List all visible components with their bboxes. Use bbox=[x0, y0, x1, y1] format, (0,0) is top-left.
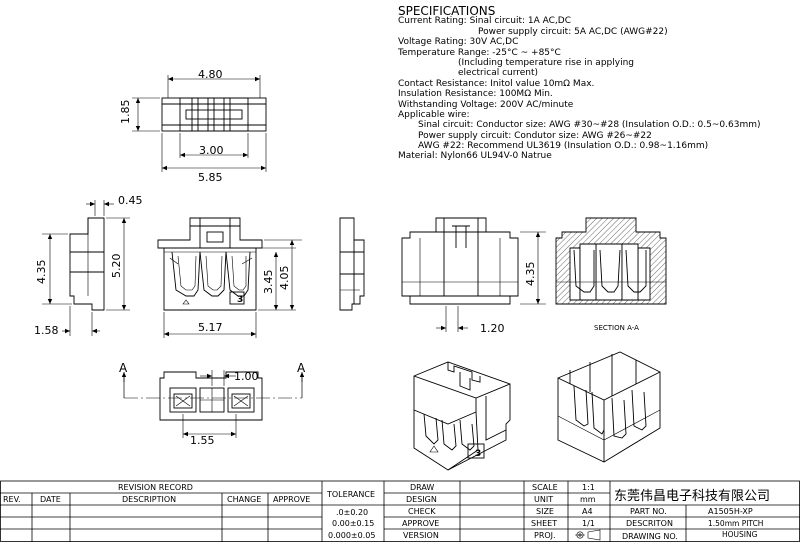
rev-label: REV. bbox=[3, 495, 21, 504]
design-label: DESIGN bbox=[406, 495, 437, 504]
dim-front-h2: 4.05 bbox=[278, 266, 291, 291]
dim-top-height: 1.85 bbox=[119, 100, 132, 125]
spec-line: Withstanding Voltage: 200V AC/minute bbox=[398, 99, 574, 110]
dim-bottom-offset: 1.55 bbox=[190, 434, 215, 447]
tolerance-1: .0±0.20 bbox=[336, 508, 368, 517]
tolerance-label: TOLERANCE bbox=[326, 490, 375, 499]
spec-line: Voltage Rating: 30V AC,DC bbox=[398, 37, 519, 48]
part-no-value: A1505H-XP bbox=[708, 507, 753, 516]
dim-side-height-b: 5.20 bbox=[110, 254, 123, 279]
dim-bottom-pitch: 1.00 bbox=[234, 370, 259, 383]
spec-line: Power supply circuit: Condutor size: AWG… bbox=[418, 130, 652, 141]
unit-value: mm bbox=[580, 495, 596, 504]
descriton-label: DESCRITON bbox=[626, 519, 673, 528]
dim-rear-height: 4.35 bbox=[524, 262, 537, 287]
approve-label: APPROVE bbox=[273, 495, 310, 504]
part-no-label: PART NO. bbox=[630, 507, 667, 516]
unit-label: UNIT bbox=[534, 495, 553, 504]
approve2-label: APPROVE bbox=[402, 519, 439, 528]
dim-front-h1: 3.45 bbox=[262, 270, 275, 295]
dim-side-height-a: 4.35 bbox=[35, 260, 48, 285]
pin-mark-front: 3 bbox=[237, 295, 243, 305]
isometric-view-rear bbox=[557, 351, 661, 463]
front-view bbox=[157, 217, 302, 338]
pin-mark-iso: 3 bbox=[475, 449, 481, 459]
top-view bbox=[132, 75, 267, 172]
date-label: DATE bbox=[40, 495, 61, 504]
spec-line: Power supply circuit: 5A AC,DC (AWG#22) bbox=[478, 26, 668, 37]
title-block bbox=[0, 480, 800, 542]
spec-line: (Including temperature rise in applying bbox=[458, 57, 634, 68]
section-marker-right: A bbox=[297, 361, 306, 375]
dim-side-thickness: 0.45 bbox=[118, 194, 143, 207]
spec-line: Current Rating: Sinal circuit: 1A AC,DC bbox=[398, 16, 571, 27]
change-label: CHANGE bbox=[227, 495, 261, 504]
check-label: CHECK bbox=[408, 507, 436, 516]
description-label: DESCRIPTION bbox=[122, 495, 176, 504]
sheet-value: 1/1 bbox=[582, 519, 595, 528]
section-marker-left: A bbox=[119, 361, 128, 375]
right-side-view bbox=[339, 217, 365, 311]
dim-rear-pitch: 1.20 bbox=[480, 322, 505, 335]
section-view bbox=[555, 217, 667, 305]
dim-top-width: 4.80 bbox=[198, 68, 223, 81]
scale-label: SCALE bbox=[532, 483, 558, 492]
draw-label: DRAW bbox=[410, 483, 434, 492]
dim-side-bottom: 1.58 bbox=[34, 324, 59, 337]
spec-line: Temperature Range: -25°C ~ +85°C bbox=[398, 47, 561, 58]
spec-line: Insulation Resistance: 100MΩ Min. bbox=[398, 89, 553, 100]
spec-line: AWG #22: Recommend UL3619 (Insulation O.… bbox=[418, 141, 709, 152]
spec-line: Applicable wire: bbox=[398, 109, 470, 120]
proj-label: PROJ. bbox=[534, 531, 556, 540]
drawing-no-label: DRAWING NO. bbox=[622, 532, 678, 541]
spec-line: Sinal circuit: Conductor size: AWG #30~#… bbox=[418, 120, 761, 131]
size-value: A4 bbox=[582, 507, 593, 516]
rear-view bbox=[401, 217, 546, 332]
company-name: 东莞伟昌电子科技有限公司 bbox=[614, 489, 770, 504]
section-caption: SECTION A-A bbox=[594, 324, 639, 332]
size-label: SIZE bbox=[536, 507, 554, 516]
isometric-view-front bbox=[413, 361, 511, 471]
left-side-view bbox=[42, 200, 130, 336]
specifications-block: SPECIFICATIONS Current Rating: Sinal cir… bbox=[398, 4, 798, 162]
sheet-label: SHEET bbox=[531, 519, 557, 528]
revision-record-label: REVISION RECORD bbox=[118, 483, 193, 492]
tolerance-3: 0.000±0.05 bbox=[328, 531, 375, 540]
spec-line: Material: Nylon66 UL94V-0 Natrue bbox=[398, 151, 552, 162]
descriton-value-2: HOUSING bbox=[722, 530, 758, 539]
dim-front-width: 5.17 bbox=[198, 321, 223, 334]
dim-top-overall: 5.85 bbox=[198, 171, 223, 184]
dim-top-inner: 3.00 bbox=[199, 144, 224, 157]
spec-line: Contact Resistance: Initol value 10mΩ Ma… bbox=[398, 78, 595, 89]
version-label: VERSION bbox=[403, 531, 439, 540]
tolerance-2: 0.00±0.15 bbox=[332, 519, 374, 528]
descriton-value-1: 1.50mm PITCH bbox=[708, 519, 763, 528]
bottom-view bbox=[121, 370, 305, 438]
scale-value: 1:1 bbox=[582, 483, 595, 492]
spec-line: electrical current) bbox=[458, 68, 539, 79]
